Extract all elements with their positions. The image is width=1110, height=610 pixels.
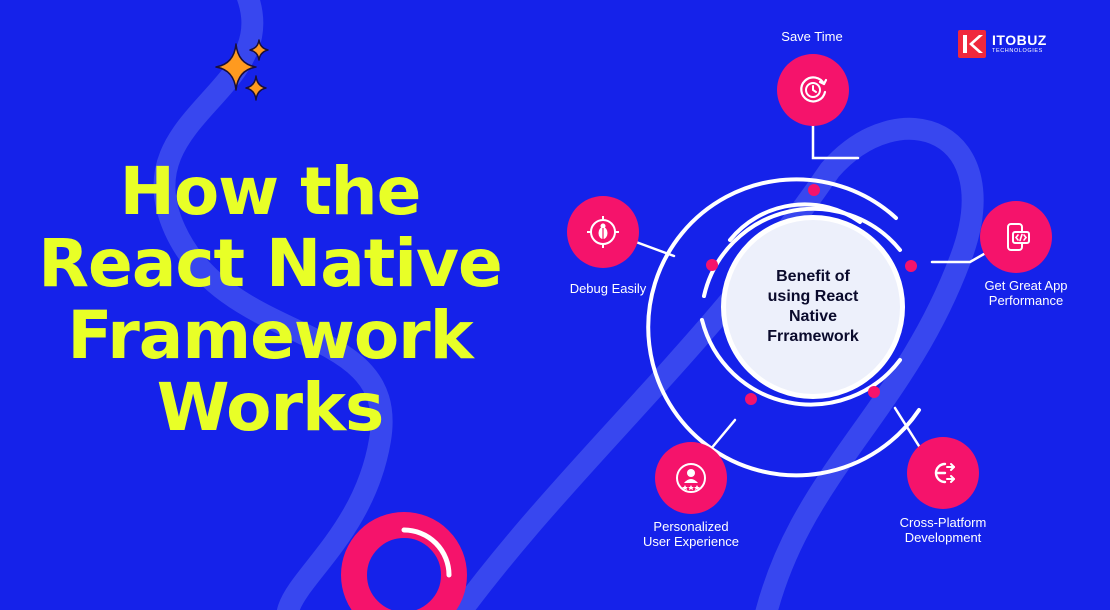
benefit-label-line: Save Time xyxy=(781,29,843,44)
sparkle-icon xyxy=(215,39,269,101)
logo-subtitle: TECHNOLOGIES xyxy=(992,48,1043,54)
benefit-label-line: Development xyxy=(904,530,982,545)
benefit-label-line: Performance xyxy=(988,293,1064,308)
user-stars-icon xyxy=(676,463,706,493)
benefit-label-line: User Experience xyxy=(642,534,740,549)
center-text-line: Frramework xyxy=(767,328,859,345)
mobile-code-icon xyxy=(1007,223,1030,251)
benefit-label-debug-easily: Debug Easily xyxy=(553,281,663,296)
title-line: React Native xyxy=(38,225,503,302)
cross-platform-icon xyxy=(934,462,955,484)
connector-personalized xyxy=(708,418,737,452)
background-swoosh xyxy=(448,117,984,610)
background-swoosh xyxy=(153,0,393,610)
benefit-node-personalized-ux[interactable] xyxy=(655,442,727,514)
benefit-label-cross-platform: Cross-Platform Development xyxy=(878,515,1008,545)
benefit-label-personalized-ux: Personalized User Experience xyxy=(626,519,756,549)
benefit-node-save-time[interactable] xyxy=(777,54,849,126)
connector-save-time xyxy=(811,123,860,160)
center-hub: Benefit of using React Native Frramework xyxy=(721,215,905,399)
decorative-ring xyxy=(341,512,467,610)
title-line: Works xyxy=(156,369,385,446)
benefit-node-debug-easily[interactable] xyxy=(567,196,639,268)
orbit-ring-inner xyxy=(728,202,862,242)
logo-name: ITOBUZ xyxy=(992,32,1047,48)
center-hub-text: Benefit of using React Native Frramework xyxy=(749,267,877,347)
orbit-ring-outer xyxy=(646,177,921,478)
benefit-label-line: Debug Easily xyxy=(569,281,647,296)
orbit-ring-middle-lower xyxy=(700,318,902,407)
center-text-line: Benefit of xyxy=(776,268,850,285)
orbit-rings xyxy=(646,177,921,478)
benefit-label-app-performance: Get Great App Performance xyxy=(966,278,1086,308)
benefit-node-cross-platform[interactable] xyxy=(907,437,979,509)
title-line: How the xyxy=(119,153,422,230)
title-line: Framework xyxy=(67,297,473,374)
center-text-line: using React xyxy=(767,288,859,305)
page-title: How the React Native Framework Works xyxy=(20,156,520,444)
benefit-label-save-time: Save Time xyxy=(762,29,862,44)
company-logo[interactable]: ITOBUZ TECHNOLOGIES xyxy=(958,30,1047,58)
bug-target-icon xyxy=(587,216,619,248)
center-text-line: Native xyxy=(788,308,838,325)
benefit-label-line: Personalized xyxy=(653,519,729,534)
benefit-label-line: Cross-Platform xyxy=(899,515,987,530)
benefit-node-app-performance[interactable] xyxy=(980,201,1052,273)
itobuz-logo-icon xyxy=(958,30,986,58)
clock-refresh-icon xyxy=(800,76,828,103)
orbit-dots xyxy=(706,184,917,405)
logo-text: ITOBUZ TECHNOLOGIES xyxy=(992,33,1047,55)
benefit-label-line: Get Great App xyxy=(984,278,1068,293)
